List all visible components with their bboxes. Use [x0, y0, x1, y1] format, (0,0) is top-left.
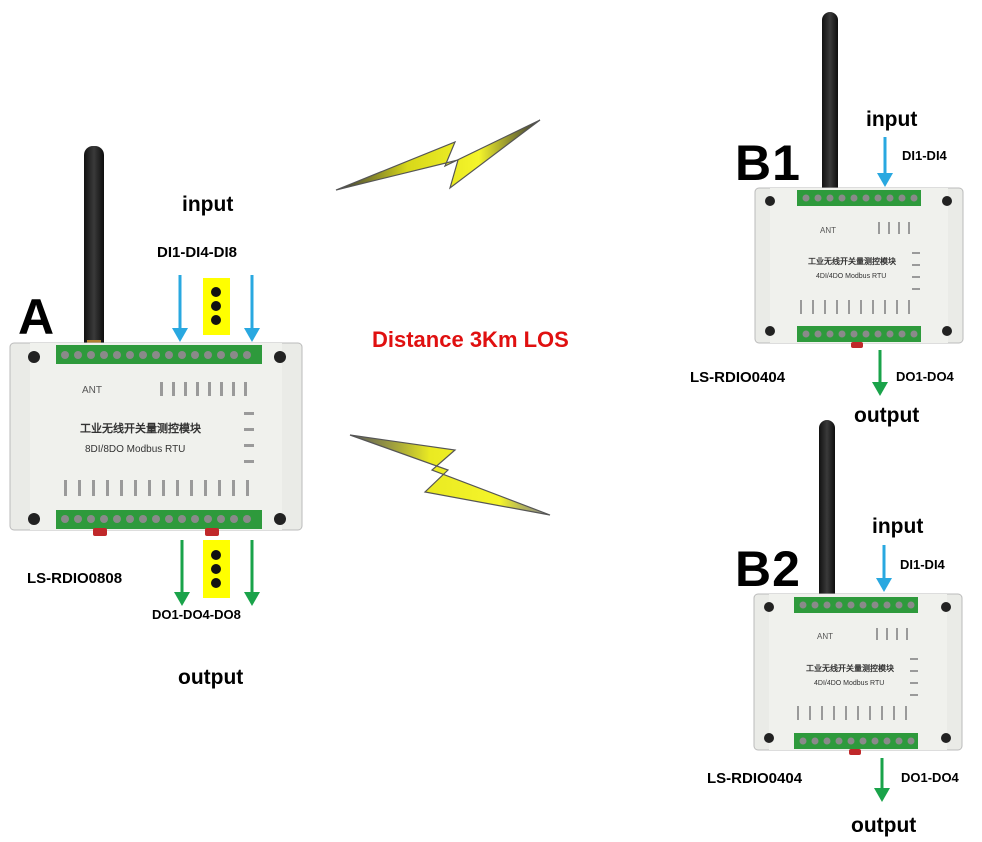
device-b1-model: LS-RDIO0404	[690, 369, 786, 386]
device-b2-ant-label: ANT	[817, 632, 833, 641]
device-b2-subtitle: 4DI/4DO Modbus RTU	[814, 680, 884, 687]
device-b2-label: B2	[735, 541, 801, 597]
device-b1-subtitle: 4DI/4DO Modbus RTU	[816, 273, 886, 280]
device-b1-input-label: input	[866, 108, 918, 131]
device-a-label: A	[18, 289, 56, 345]
device-b1-di-range: DI1-DI4	[902, 148, 947, 163]
distance-label: Distance 3Km LOS	[372, 327, 569, 352]
device-a-model: LS-RDIO0808	[27, 570, 123, 587]
device-a-subtitle: 8DI/8DO Modbus RTU	[85, 444, 185, 455]
lightning-bolt-icon	[349, 434, 551, 516]
device-b2-module: ANT 工业无线开关量测控模块 4DI/4DO Modbus RTU	[753, 420, 963, 755]
device-b2-input-label: input	[872, 515, 924, 538]
device-b1-title: 工业无线开关量测控模块	[808, 256, 897, 266]
device-b2-title: 工业无线开关量测控模块	[806, 663, 895, 673]
device-b1-label: B1	[735, 135, 801, 191]
device-b2-do-range: DO1-DO4	[901, 770, 959, 785]
device-a-ant-label: ANT	[82, 385, 102, 396]
ellipsis-box	[203, 278, 230, 335]
device-a-module: ANT 工业无线开关量测控模块 8DI/8DO Modbus RTU	[9, 146, 303, 536]
device-b2-di-range: DI1-DI4	[900, 557, 945, 572]
device-b2-model: LS-RDIO0404	[707, 770, 803, 787]
device-a-title: 工业无线开关量测控模块	[80, 421, 202, 435]
device-a-input-label: input	[182, 193, 234, 216]
device-b1-module: ANT 工业无线开关量测控模块 4DI/4DO Modbus RTU	[754, 12, 964, 348]
device-a-do-range: DO1-DO4-DO8	[152, 607, 241, 622]
lightning-bolt-icon	[335, 119, 541, 191]
device-b2-output-label: output	[851, 814, 917, 837]
device-b1-ant-label: ANT	[820, 226, 836, 235]
ellipsis-box	[203, 540, 230, 598]
device-b1-output-label: output	[854, 404, 920, 427]
device-a-di-range: DI1-DI4-DI8	[157, 244, 238, 261]
device-a-output-label: output	[178, 666, 244, 689]
device-b1-do-range: DO1-DO4	[896, 369, 954, 384]
